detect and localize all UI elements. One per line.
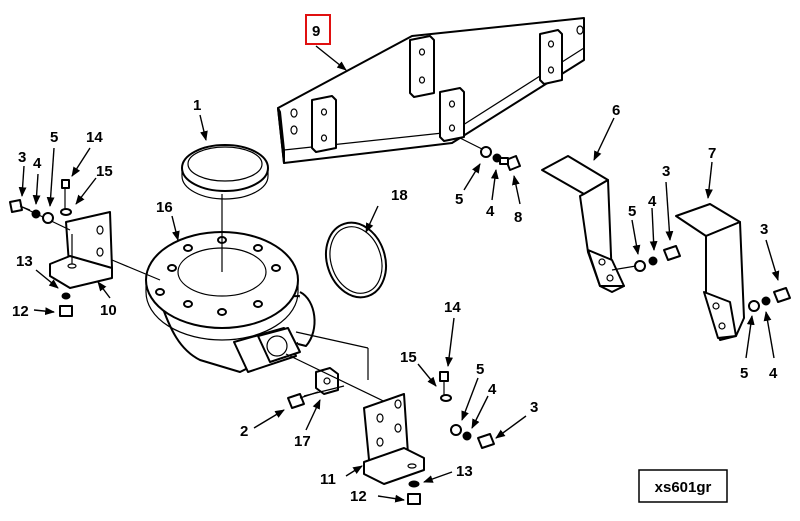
callout-4: 4 bbox=[486, 203, 495, 220]
callout-5: 5 bbox=[628, 203, 636, 220]
callout-2: 2 bbox=[240, 423, 248, 440]
callout-3: 3 bbox=[18, 149, 26, 166]
callout-4: 4 bbox=[648, 193, 657, 210]
callout-17: 17 bbox=[294, 433, 311, 450]
callout-1: 1 bbox=[193, 97, 201, 114]
callout-11: 11 bbox=[320, 471, 336, 488]
callout-15: 15 bbox=[400, 349, 417, 366]
left-bracket-hardware bbox=[9, 179, 73, 317]
o-ring-part-18 bbox=[325, 221, 387, 299]
callout-8: 8 bbox=[514, 209, 522, 226]
angle-bracket-part-10 bbox=[19, 205, 113, 289]
callout-13: 13 bbox=[456, 463, 473, 480]
lower-bracket-hardware bbox=[407, 371, 495, 505]
reference-code: xs601gr bbox=[655, 479, 712, 496]
seal-ring-part-1 bbox=[181, 144, 269, 200]
mounting-plate-part-9 bbox=[277, 17, 585, 164]
bracket-6-hardware bbox=[611, 245, 681, 272]
callout-5: 5 bbox=[50, 129, 58, 146]
callout-14: 14 bbox=[444, 299, 461, 316]
callout-15: 15 bbox=[96, 163, 113, 180]
callout-5: 5 bbox=[740, 365, 748, 382]
callout-4: 4 bbox=[488, 381, 497, 398]
bracket-7-hardware bbox=[748, 287, 791, 312]
spacer-block-part-17 bbox=[315, 367, 339, 395]
callout-3: 3 bbox=[530, 399, 538, 416]
callout-labels: 1 9 18 16 3 4 5 14 15 13 12 10 5 4 8 6 7… bbox=[12, 14, 778, 505]
callout-7: 7 bbox=[708, 145, 716, 162]
callout-9: 9 bbox=[312, 23, 320, 40]
highlight-box bbox=[305, 14, 331, 45]
callout-4: 4 bbox=[769, 365, 778, 382]
support-bracket-part-6 bbox=[541, 155, 625, 293]
elbow-housing-part-16 bbox=[145, 194, 316, 373]
support-bracket-part-7 bbox=[675, 203, 745, 341]
callout-5: 5 bbox=[476, 361, 484, 378]
callout-18: 18 bbox=[391, 187, 408, 204]
callout-10: 10 bbox=[100, 302, 117, 319]
callout-3: 3 bbox=[760, 221, 768, 238]
leader-arrows bbox=[18, 45, 780, 503]
plate-hardware bbox=[480, 146, 521, 171]
callout-12: 12 bbox=[350, 488, 367, 505]
callout-3: 3 bbox=[662, 163, 670, 180]
callout-12: 12 bbox=[12, 303, 29, 320]
reference-code-box: xs601gr bbox=[638, 469, 728, 503]
callout-5: 5 bbox=[455, 191, 463, 208]
callout-13: 13 bbox=[16, 253, 33, 270]
callout-14: 14 bbox=[86, 129, 103, 146]
bolt-part-2 bbox=[287, 391, 319, 409]
angle-bracket-part-11 bbox=[363, 393, 425, 485]
callout-4: 4 bbox=[33, 155, 42, 172]
callout-16: 16 bbox=[156, 199, 173, 216]
callout-6: 6 bbox=[612, 102, 620, 119]
